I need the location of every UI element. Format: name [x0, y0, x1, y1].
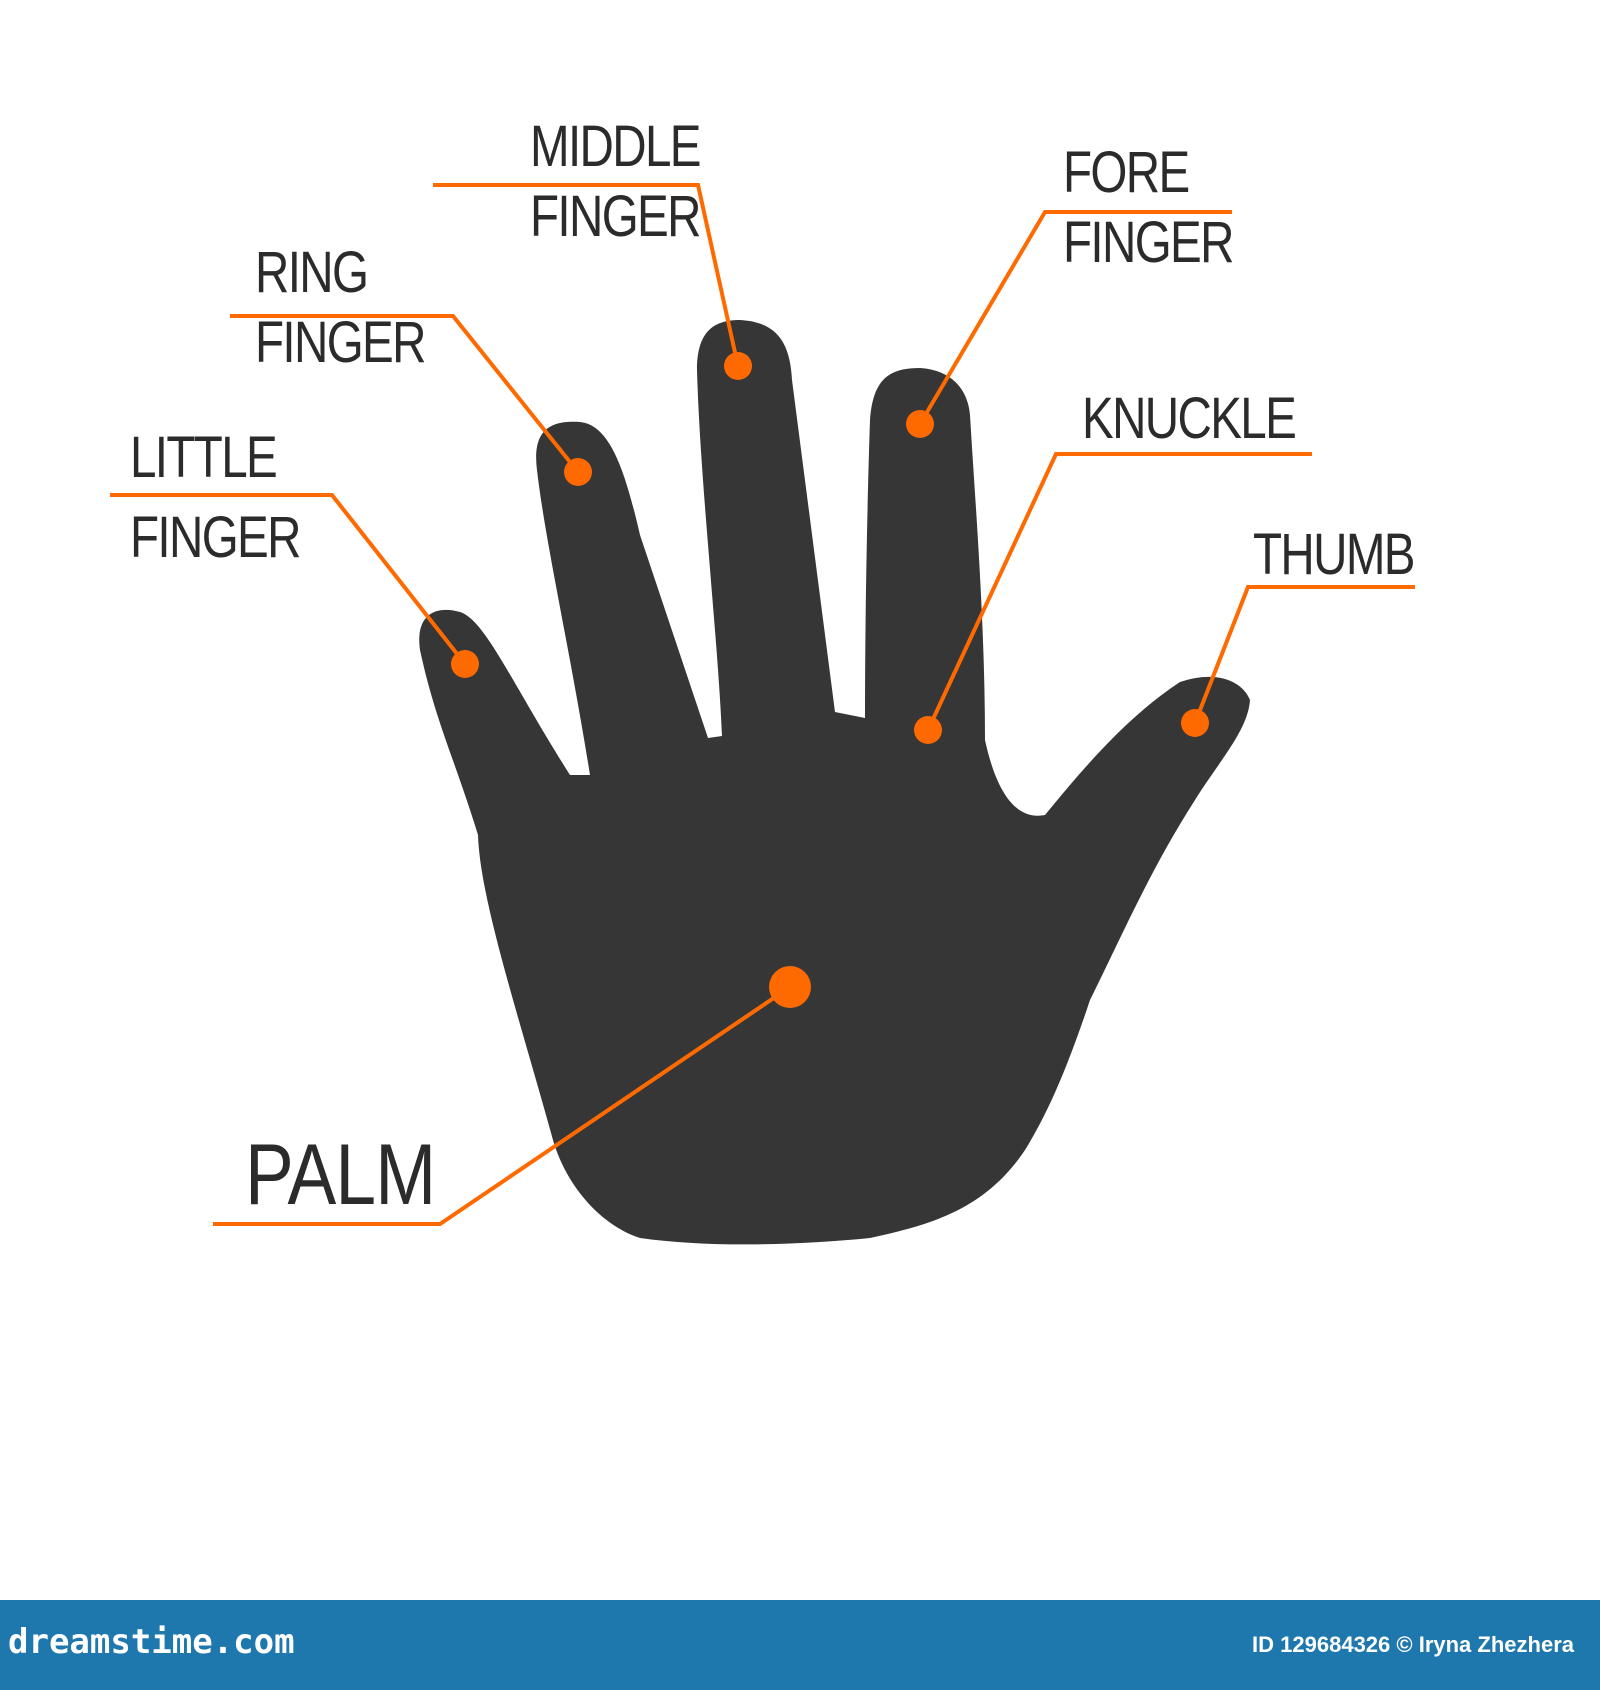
- leader-little-finger: [110, 493, 467, 666]
- marker-dot-little-finger: [451, 650, 479, 678]
- marker-dot-middle-finger: [724, 352, 752, 380]
- leader-fore-finger: [918, 210, 1232, 426]
- label-ring-finger-line2: FINGER: [255, 310, 426, 375]
- label-fore-finger-line1: FORE: [1063, 140, 1190, 205]
- marker-dot-palm: [769, 966, 811, 1008]
- hand-silhouette: [419, 320, 1250, 1245]
- label-little-finger-line2: FINGER: [130, 505, 301, 570]
- label-palm-line1: PALM: [245, 1127, 436, 1223]
- marker-dot-knuckle: [914, 716, 942, 744]
- label-knuckle: KNUCKLE: [1082, 384, 1297, 454]
- footer-bar: dreamstime.com ID 129684326 © Iryna Zhez…: [0, 1600, 1600, 1690]
- label-fore-finger-line2: FINGER: [1063, 210, 1234, 275]
- label-little-finger: LITTLE FINGER: [130, 423, 301, 573]
- hand-anatomy-diagram: [110, 183, 1415, 1245]
- label-middle-finger: MIDDLE FINGER: [530, 112, 702, 252]
- label-little-finger-line1: LITTLE: [130, 425, 278, 490]
- label-fore-finger: FORE FINGER: [1063, 138, 1234, 278]
- marker-dot-fore-finger: [906, 410, 934, 438]
- leader-thumb: [1193, 585, 1415, 724]
- label-ring-finger: RING FINGER: [255, 238, 426, 378]
- leader-palm: [213, 985, 792, 1226]
- marker-dot-thumb: [1181, 709, 1209, 737]
- leader-middle-finger: [433, 183, 740, 367]
- label-knuckle-line1: KNUCKLE: [1082, 386, 1297, 451]
- marker-dot-ring-finger: [564, 458, 592, 486]
- label-thumb-line1: THUMB: [1253, 522, 1416, 587]
- label-palm: PALM: [245, 1127, 436, 1223]
- footer-credit: ID 129684326 © Iryna Zhezhera: [1252, 1632, 1574, 1657]
- label-ring-finger-line1: RING: [255, 240, 369, 305]
- leader-ring-finger: [230, 314, 580, 474]
- label-thumb: THUMB: [1253, 520, 1416, 590]
- footer-logo: dreamstime.com: [8, 1622, 295, 1662]
- leader-knuckle: [926, 452, 1312, 731]
- label-middle-finger-line1: MIDDLE: [530, 114, 702, 179]
- label-middle-finger-line2: FINGER: [530, 184, 701, 249]
